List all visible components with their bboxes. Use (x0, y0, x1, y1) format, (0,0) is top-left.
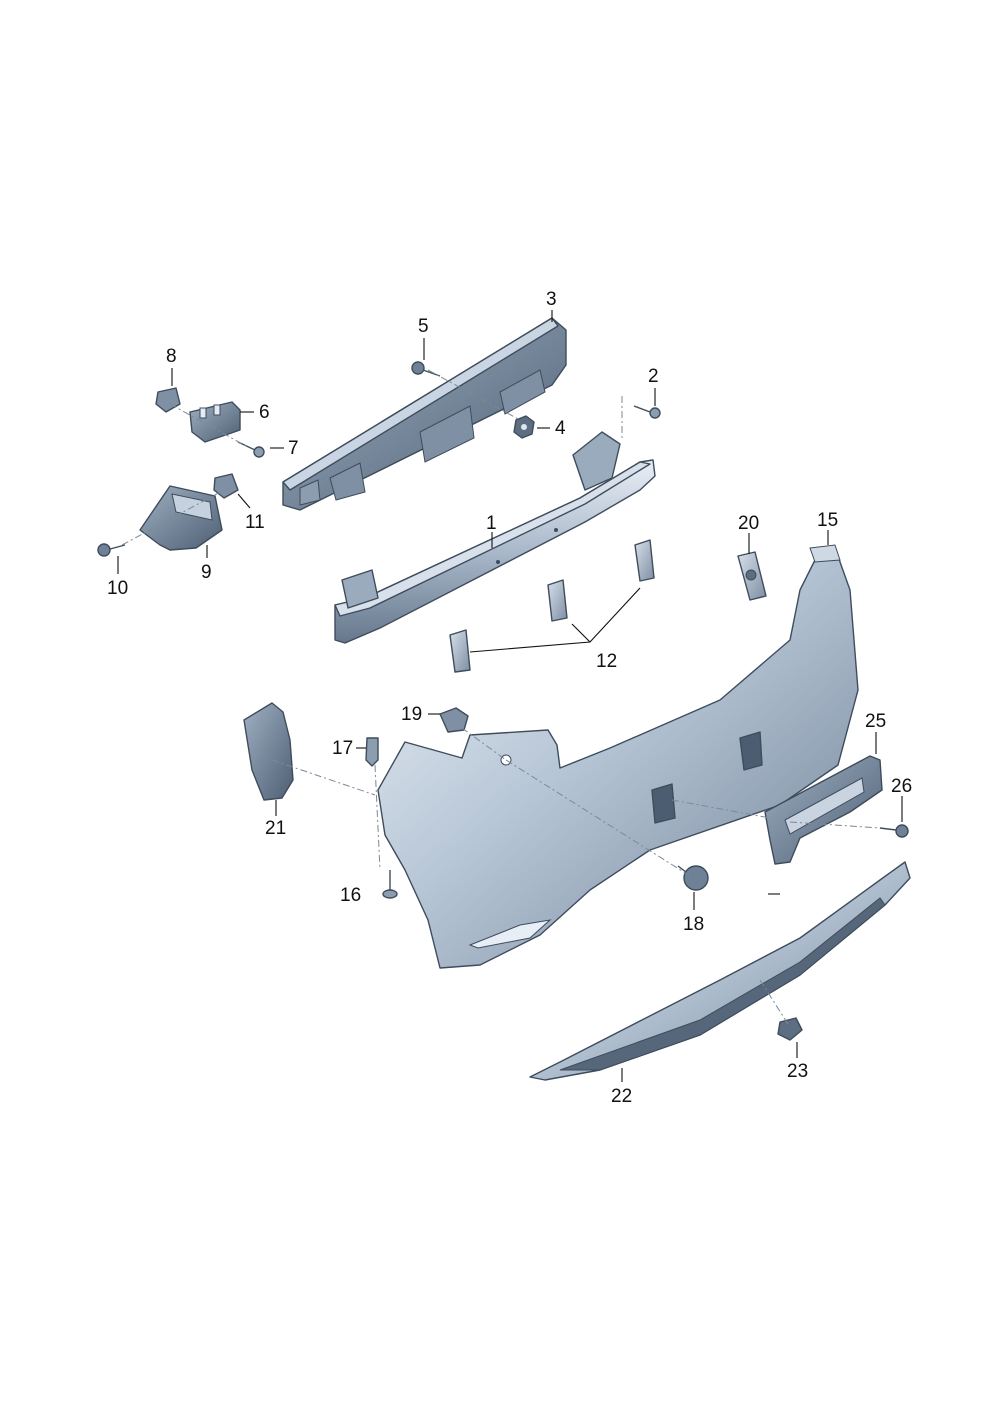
part-9-side-bracket (139, 485, 223, 551)
part-26-screw (879, 824, 909, 838)
part-16-screw (382, 870, 398, 899)
callout-4: 4 (555, 418, 566, 439)
part-19-expanding-nut (439, 707, 469, 733)
callout-20: 20 (738, 513, 759, 534)
callout-22: 22 (611, 1086, 632, 1107)
part-12-retaining-clips (449, 539, 655, 673)
leader-lines (117, 310, 903, 1082)
part-8-expanding-nut (155, 387, 181, 413)
part-10-screw (97, 543, 126, 557)
callout-26: 26 (891, 776, 912, 797)
assembly-lines (121, 369, 881, 1025)
fasteners (97, 361, 909, 1041)
callout-16: 16 (340, 885, 361, 906)
part-22-lower-spoiler (529, 861, 911, 1081)
part-15-bumper-cover (377, 544, 859, 969)
part-6-guide-bracket (189, 401, 241, 443)
callout-6: 6 (259, 402, 270, 423)
callout-labels: 1 2 3 4 5 6 7 8 9 10 11 12 15 16 17 18 1… (107, 289, 912, 1107)
part-21-cover-cap (243, 702, 294, 801)
callout-2: 2 (648, 366, 659, 387)
part-2-screw (633, 405, 661, 419)
part-23-clip (777, 1017, 803, 1041)
part-18-clip-nut (677, 865, 709, 891)
callout-19: 19 (401, 704, 422, 725)
callout-21: 21 (265, 818, 286, 839)
callout-1: 1 (486, 513, 497, 534)
callout-17: 17 (332, 738, 353, 759)
callout-18: 18 (683, 914, 704, 935)
part-17-spreader-rivet (365, 737, 379, 767)
part-25-license-plate-bracket (764, 755, 883, 865)
callout-7: 7 (288, 438, 299, 459)
callout-25: 25 (865, 711, 886, 732)
callout-15: 15 (817, 510, 838, 531)
callout-12: 12 (596, 651, 617, 672)
callout-10: 10 (107, 578, 128, 599)
callout-3: 3 (546, 289, 557, 310)
callout-5: 5 (418, 316, 429, 337)
callout-8: 8 (166, 346, 177, 367)
callout-11: 11 (245, 512, 265, 533)
part-5-screw (411, 361, 441, 377)
part-20-sensor-holder (737, 551, 767, 601)
callout-23: 23 (787, 1061, 808, 1082)
part-11-expanding-nut (213, 473, 239, 499)
part-3-impact-absorber (282, 317, 567, 511)
part-7-screw (237, 441, 265, 458)
callout-9: 9 (201, 562, 212, 583)
part-4-nut (513, 415, 535, 439)
